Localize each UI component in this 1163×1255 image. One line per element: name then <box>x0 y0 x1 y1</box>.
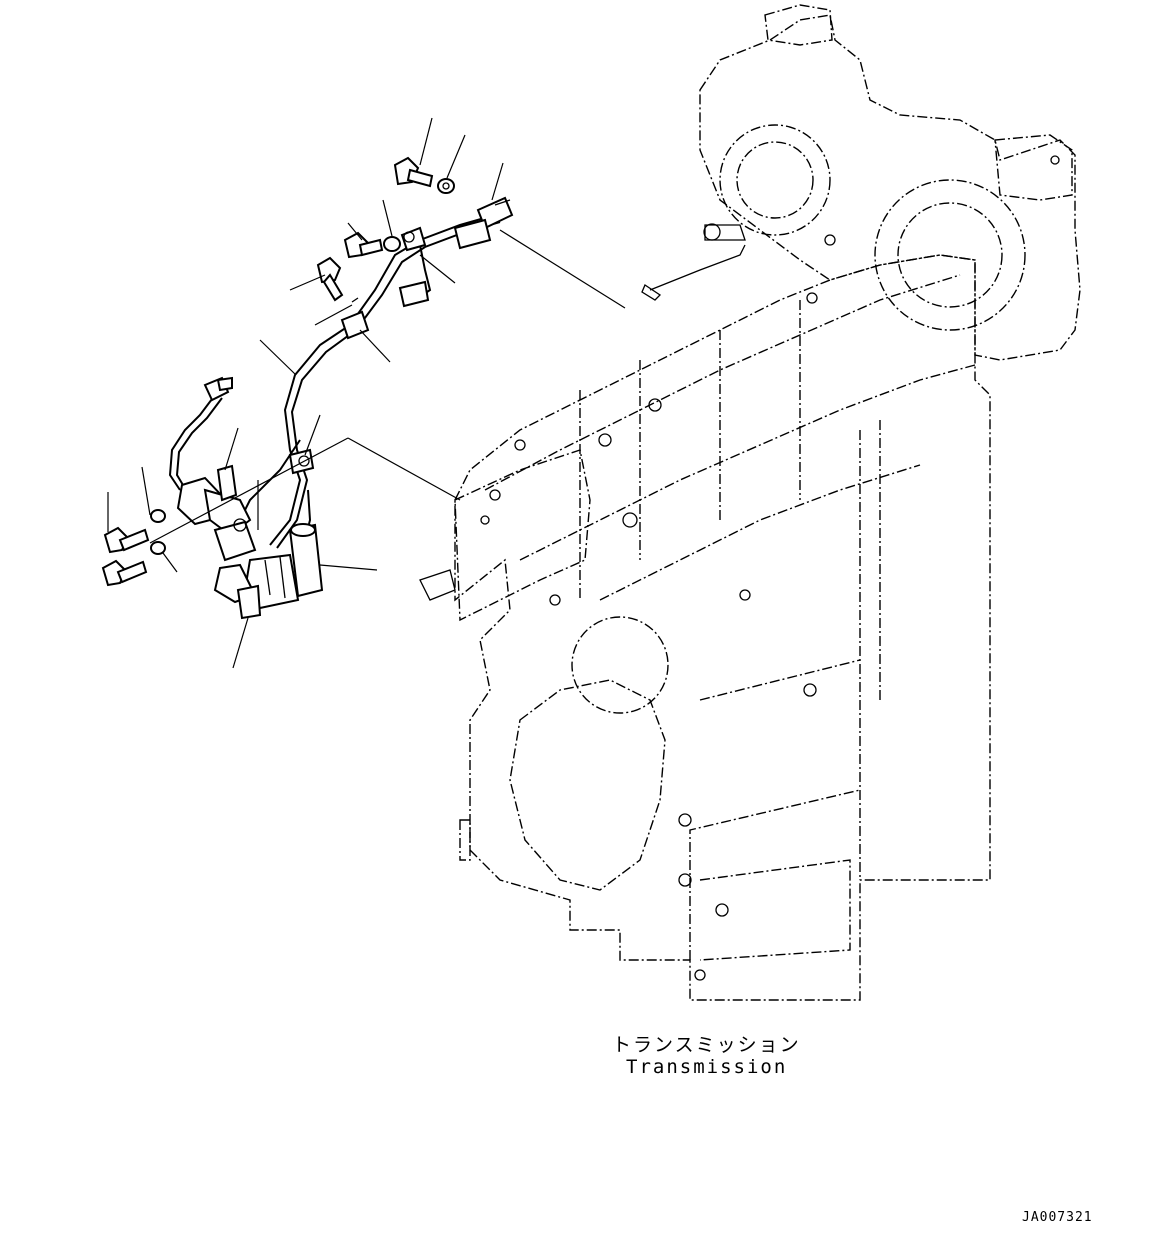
transmission-housing <box>419 4 1081 1001</box>
solenoid-valve-upper <box>168 376 257 562</box>
bolt-middle <box>316 231 401 303</box>
leader-lines <box>107 117 626 669</box>
drawing-id: JA007321 <box>1022 1210 1093 1225</box>
solenoid-valve-lower <box>213 523 324 620</box>
bolt-upper <box>393 156 434 188</box>
bolt-lower <box>101 526 150 587</box>
washer-lower <box>150 509 166 555</box>
caption-english: Transmission <box>626 1056 788 1078</box>
washer-upper <box>437 178 455 194</box>
caption-japanese: トランスミッション <box>612 1034 801 1056</box>
